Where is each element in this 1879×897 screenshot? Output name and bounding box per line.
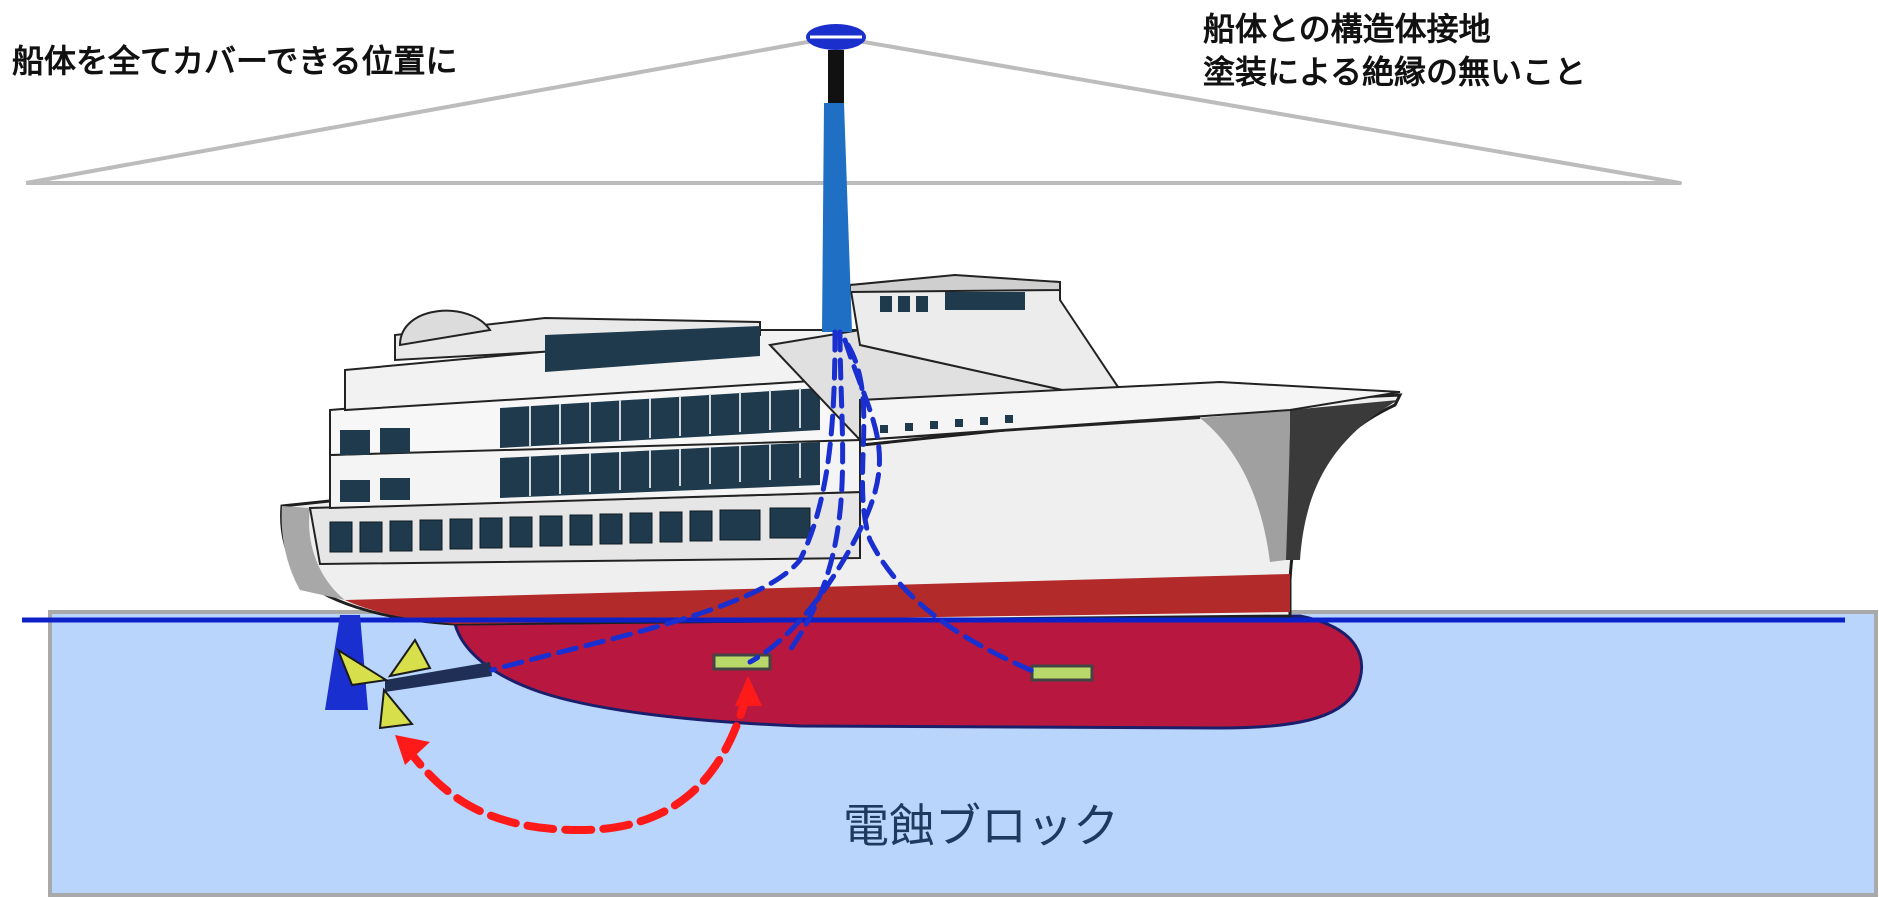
anode-midship <box>712 653 772 671</box>
propeller-icon <box>335 638 432 730</box>
grounding-paths <box>489 329 1038 675</box>
bow-shading <box>1285 400 1398 560</box>
window-mullions <box>529 388 801 496</box>
grounding-label-line1: 船体との構造体接地 <box>1203 10 1491 48</box>
hull-underwater <box>453 614 1364 730</box>
anode-forward <box>1030 664 1094 682</box>
grounding-label-line2: 塗装による絶縁の無いこと <box>1203 53 1587 91</box>
bow-deck <box>859 380 1401 442</box>
galvanic-current-arrow <box>406 686 752 835</box>
deck-portholes <box>880 415 1013 433</box>
lower-deck-windows <box>329 507 811 553</box>
grounding-label: 船体との構造体接地 塗装による絶縁の無いこと <box>1203 8 1586 94</box>
hull-shading <box>281 506 345 600</box>
arrowhead-anode <box>735 676 762 706</box>
dome <box>398 309 492 347</box>
propeller-shaft <box>385 662 492 692</box>
coverage-label: 船体を全てカバーできる位置に <box>12 42 458 80</box>
water-block-label: 電蝕ブロック <box>843 799 1119 853</box>
coverage-triangle <box>25 35 1682 185</box>
arrowhead-propeller <box>395 735 430 765</box>
mast <box>822 103 852 332</box>
bridge-windows <box>880 292 1025 312</box>
bridge-roof <box>849 273 1061 294</box>
mast-top <box>828 50 844 103</box>
bow-grey <box>1200 410 1290 562</box>
